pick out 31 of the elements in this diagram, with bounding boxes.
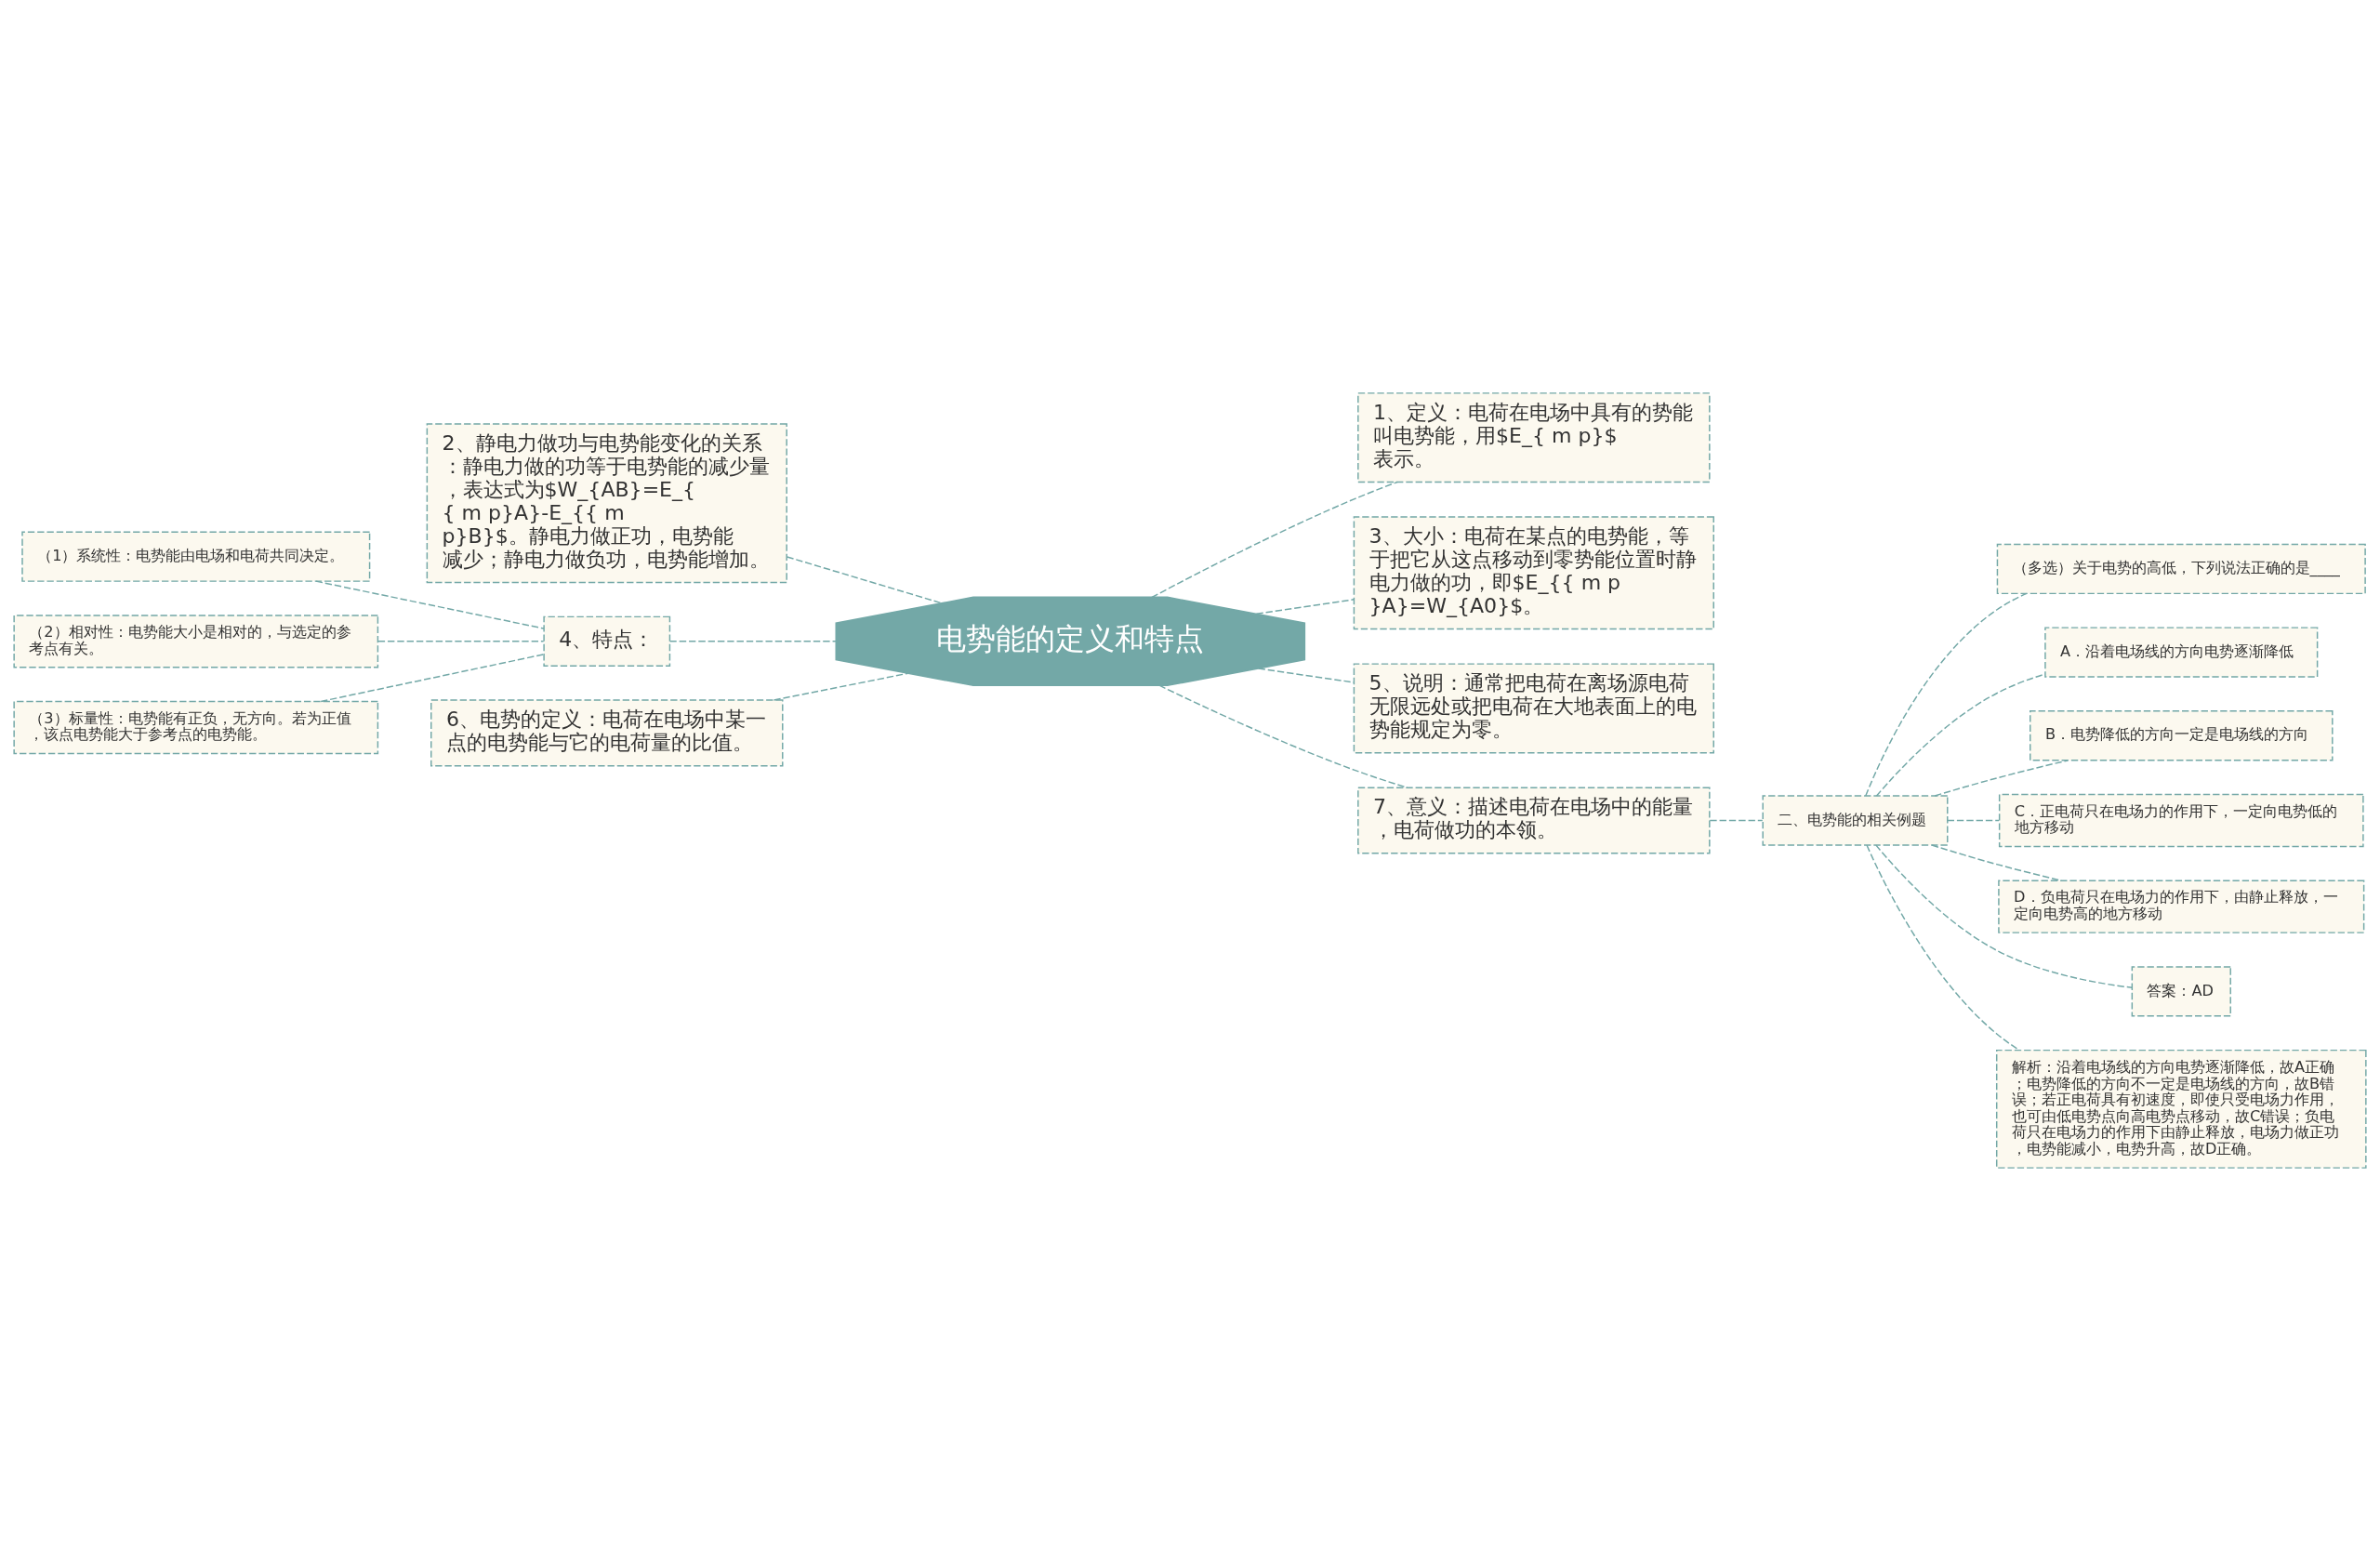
node-box: 二、电势能的相关例题 (1762, 795, 1949, 846)
node-box: （1）系统性：电势能由电场和电荷共同决定。 (21, 531, 371, 582)
connector (1865, 592, 2028, 797)
node-box: （2）相对性：电势能大小是相对的，与选定的参考点有关。 (13, 615, 379, 668)
node-box: 6、电势的定义：电荷在电场中某一点的电势能与它的电荷量的比值。 (430, 699, 784, 767)
node-box: （3）标量性：电势能有正负，无方向。若为正值，该点电势能大于参考点的电势能。 (13, 700, 379, 755)
node-box: 2、静电力做功与电势能变化的关系：静电力做的功等于电势能的减少量，表达式为$W_{AB}=E_{{ m p}A}-E_{{ m p}B}$。静电力做正功，电势能减少；静电力做负功，电势能增加。 (426, 423, 787, 584)
node-box: 解析：沿着电场线的方向电势逐渐降低，故A正确；电势降低的方向不一定是电场线的方向，故B错误；若正电荷具有初速度，即使只受电场力作用，也可由低电势点向高电势点移动，故C错误；负电荷只在电场力的作用下由静止释放，电场力做正功，电势能减小，电势升高，故D正确。 (1995, 1049, 2367, 1169)
connector (1947, 819, 2000, 822)
connector (773, 672, 909, 701)
node-box: 4、特点： (543, 615, 671, 668)
node-box: 1、定义：电荷在电场中具有的势能叫电势能，用$E_{ m p}$表示。 (1357, 392, 1711, 483)
connector (1875, 844, 2133, 989)
connector (786, 556, 943, 604)
node-box: （多选）关于电势的高低，下列说法正确的是____ (1996, 543, 2366, 595)
connector (1709, 819, 1764, 822)
connector (377, 641, 545, 642)
node-box: 答案：AD (2131, 966, 2231, 1017)
node-box: 3、大小：电荷在某点的电势能，等于把它从这点移动到零势能位置时静电力做的功，即$E_{{ m p}A}=W_{A0}$。 (1353, 516, 1714, 630)
connector (1866, 844, 2020, 1052)
connector (1158, 684, 1408, 788)
node-box: 7、意义：描述电荷在电场中的能量，电荷做功的本领。 (1357, 787, 1711, 854)
node-box: A．沿着电场线的方向电势逐渐降低 (2044, 627, 2319, 678)
connector (315, 580, 545, 629)
connector (668, 641, 837, 642)
node-box: 5、说明：通常把电荷在离场源电荷无限远处或把电荷在大地表面上的电势能规定为零。 (1353, 663, 1714, 754)
node-box: D．负电荷只在电场力的作用下，由静止释放，一定向电势高的地方移动 (1998, 880, 2365, 933)
node-box: C．正电荷只在电场力的作用下，一定向电势低的地方移动 (1998, 793, 2364, 848)
node-box: B．电势降低的方向一定是电场线的方向 (2030, 710, 2334, 761)
connector (1257, 668, 1355, 683)
connector (1255, 599, 1355, 615)
